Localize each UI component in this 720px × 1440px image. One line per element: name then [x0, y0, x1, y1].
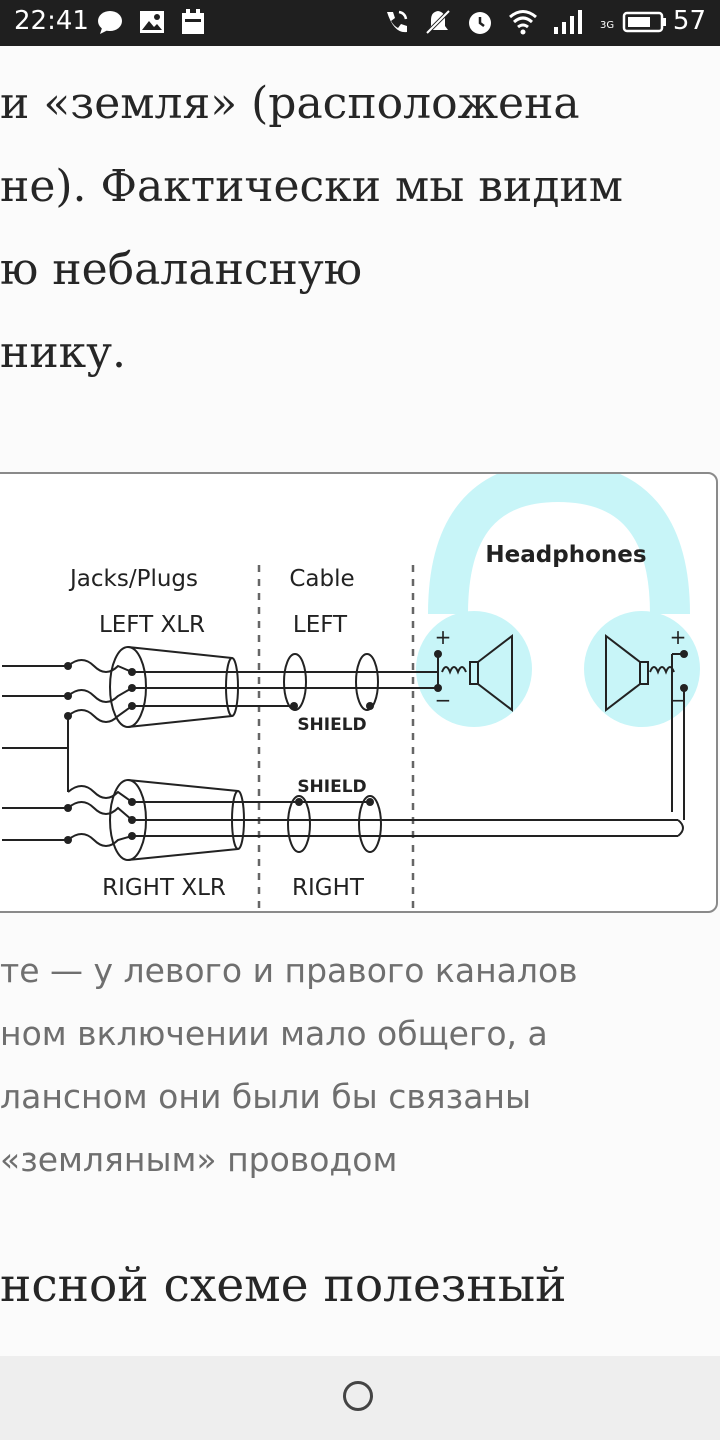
headband: [428, 474, 690, 615]
wiring-diagram: Jacks/Plugs Cable Headphones LEFT XLR LE…: [0, 472, 718, 913]
mute-icon: [424, 8, 452, 40]
calendar-icon: [180, 8, 206, 40]
section-heading: нсной схеме полезный: [0, 1258, 567, 1313]
label-right-xlr: RIGHT XLR: [102, 875, 226, 901]
right-cable-sleeve: [287, 795, 311, 853]
label-minus-left: −: [435, 688, 452, 712]
label-jacks-plugs: Jacks/Plugs: [68, 566, 198, 592]
left-cable-sleeve: [355, 653, 379, 711]
label-cable: Cable: [289, 566, 354, 592]
label-left-cable: LEFT: [293, 612, 348, 638]
label-plus-right: +: [670, 625, 687, 649]
left-coil: [441, 666, 467, 675]
chat-bubble-icon: [96, 8, 124, 40]
label-shield-top: SHIELD: [297, 715, 366, 735]
label-headphones: Headphones: [485, 542, 646, 568]
right-cable-sleeve: [358, 795, 382, 853]
wifi-icon: [508, 8, 538, 40]
home-circle-icon[interactable]: [343, 1381, 373, 1411]
battery-level: 57: [672, 6, 706, 36]
status-bar: 22:41 3G 57: [0, 0, 720, 46]
left-cable-sleeve: [283, 653, 307, 711]
alarm-icon: [466, 8, 494, 40]
article-line: ю небалансную: [0, 244, 363, 295]
signal-bars-icon: [552, 8, 592, 40]
label-plus-left: +: [435, 625, 452, 649]
network-type: 3G: [600, 20, 615, 31]
status-time: 22:41: [14, 6, 89, 36]
left-earcup: [416, 611, 532, 727]
label-minus-right: −: [670, 688, 687, 712]
image-icon: [138, 8, 166, 40]
right-coil: [649, 666, 675, 675]
article-line: и «земля» (расположена: [0, 78, 580, 129]
label-right-cable: RIGHT: [292, 875, 365, 901]
article-line: нику.: [0, 327, 127, 378]
battery-icon: [622, 8, 668, 40]
phone-signal-icon: [382, 8, 410, 40]
caption-line: лансном они были бы связаны: [0, 1077, 532, 1116]
caption-line: те — у левого и правого каналов: [0, 951, 578, 990]
caption-line: ном включении мало общего, а: [0, 1014, 548, 1053]
caption-line: «земляным» проводом: [0, 1140, 398, 1179]
label-left-xlr: LEFT XLR: [99, 612, 205, 638]
label-shield-bottom: SHIELD: [297, 777, 366, 797]
article-line: не). Фактически мы видим: [0, 161, 623, 212]
navigation-bar: [0, 1356, 720, 1440]
